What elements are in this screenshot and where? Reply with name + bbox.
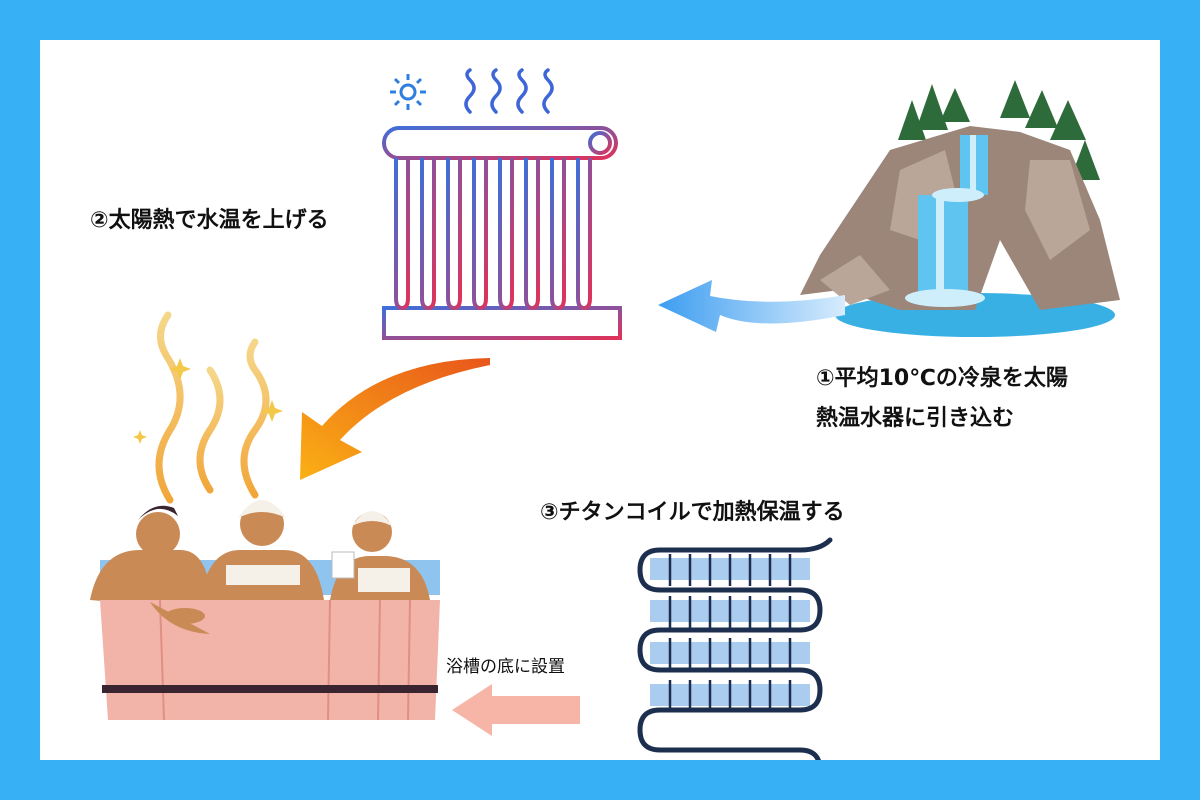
heated-water-arrow [300,358,490,480]
hot-spring-steam-icon [133,311,283,504]
step1-label-line2: 熱温水器に引き込む [816,406,1015,431]
step3-label: ③チタンコイルで加熱保温する [540,500,845,525]
step2-label: ②太陽熱で水温を上げる [90,208,329,233]
coil-placement-note: 浴槽の底に設置 [446,657,565,677]
titanium-coil-icon [637,537,833,760]
diagram-artwork [90,68,1120,760]
sun-icon [390,74,426,110]
water-inflow-arrow [658,280,845,332]
steam-icon [464,68,554,114]
diagram-card: ②太陽熱で水温を上げる ①平均10℃の冷泉を太陽 熱温水器に引き込む ③チタンコ… [40,40,1160,760]
coil-to-bath-arrow [452,684,580,736]
solar-heater [382,68,622,340]
step1-label-line1: ①平均10℃の冷泉を太陽 [816,366,1068,391]
waterfall-icon [800,80,1120,337]
bathtub-icon [90,500,440,721]
